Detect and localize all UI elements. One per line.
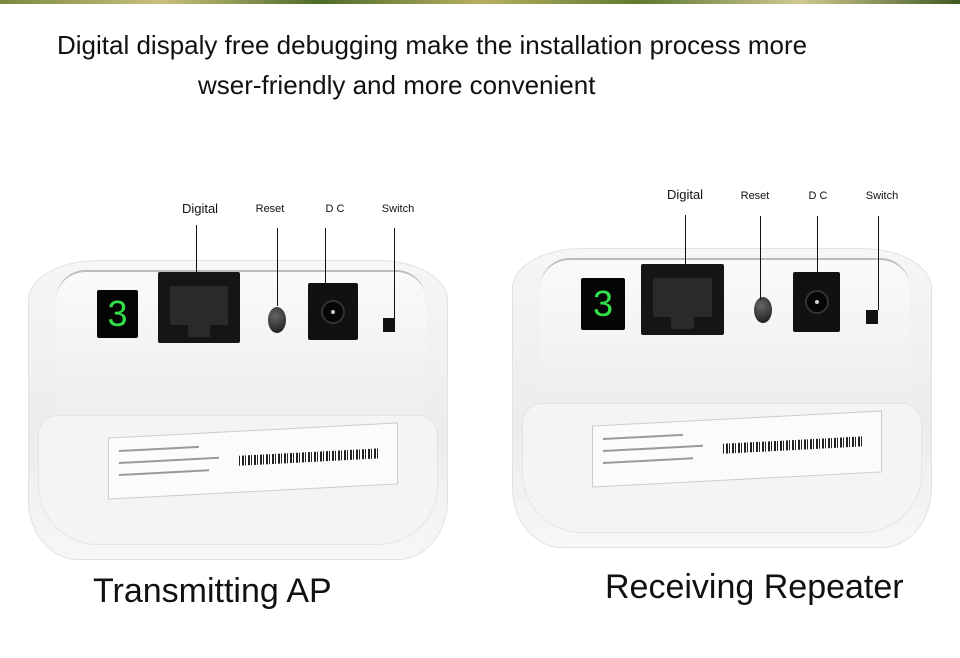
rj45-port: [158, 272, 240, 343]
digital-display: 3: [581, 278, 625, 330]
label-reset: Reset: [740, 190, 770, 202]
reset-button: [268, 307, 286, 333]
label-digital: Digital: [181, 201, 219, 216]
label-digital: Digital: [666, 187, 704, 202]
label-dc: D C: [808, 190, 828, 202]
rj45-port: [641, 264, 724, 335]
headline-line-1: Digital dispaly free debugging make the …: [57, 30, 808, 60]
dc-power-port: [793, 272, 840, 332]
headline-line-2: wser-friendly and more convenient: [198, 70, 596, 100]
power-switch: [866, 310, 878, 324]
digital-display: 3: [97, 290, 138, 338]
caption-receiving-repeater: Receiving Repeater: [605, 568, 904, 606]
caption-transmitting-ap: Transmitting AP: [93, 572, 332, 610]
top-photo-strip: [0, 0, 960, 4]
label-reset: Reset: [255, 203, 285, 215]
reset-button: [754, 297, 772, 323]
label-switch: Switch: [865, 190, 899, 202]
power-switch: [383, 318, 395, 332]
dc-power-port: [308, 283, 358, 340]
label-switch: Switch: [381, 203, 415, 215]
transmitting-ap-device: 3: [28, 230, 468, 560]
label-dc: D C: [325, 203, 345, 215]
receiving-repeater-device: 3: [512, 218, 952, 548]
